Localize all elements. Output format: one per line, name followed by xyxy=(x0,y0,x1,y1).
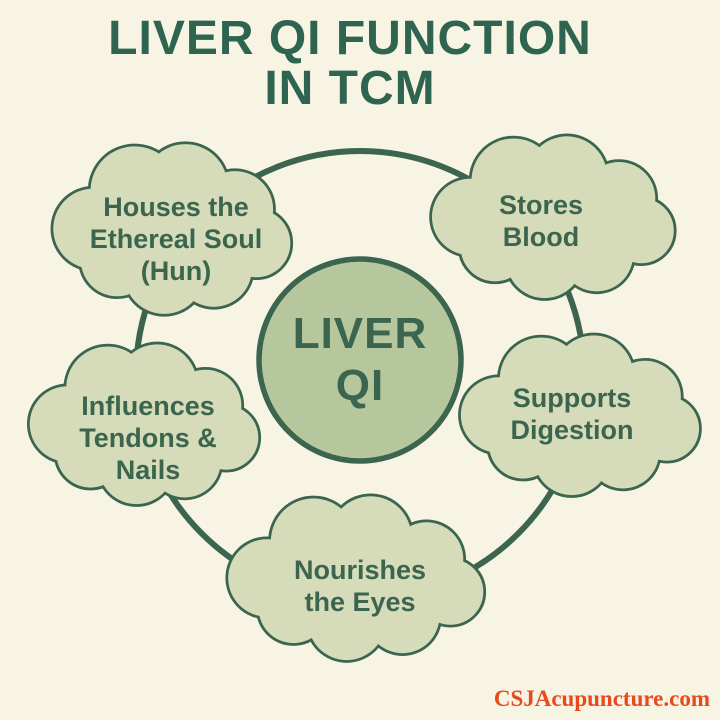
cloud-label-houses-ethereal-soul: Houses the Ethereal Soul (Hun) xyxy=(89,192,263,286)
cloud-label-supports-digestion: Supports Digestion xyxy=(510,383,634,445)
cloud-node-3 xyxy=(458,332,702,498)
cloud-node-1 xyxy=(429,133,677,301)
cloud-node-2 xyxy=(26,341,262,507)
cloud-label-stores-blood: Stores Blood xyxy=(498,190,584,252)
cloud-node-0 xyxy=(50,141,294,317)
watermark-text: CSJAcupuncture.com xyxy=(493,686,710,711)
cloud-node-4 xyxy=(225,493,487,663)
center-node-label: LIVER QI xyxy=(292,309,428,410)
page-title: LIVER QI FUNCTION IN TCM xyxy=(108,12,592,115)
cloud-label-nourishes-eyes: Nourishes the Eyes xyxy=(293,555,427,617)
cloud-label-influences-tendons-nails: Influences Tendons & Nails xyxy=(79,391,217,485)
center-node-circle xyxy=(256,256,464,464)
